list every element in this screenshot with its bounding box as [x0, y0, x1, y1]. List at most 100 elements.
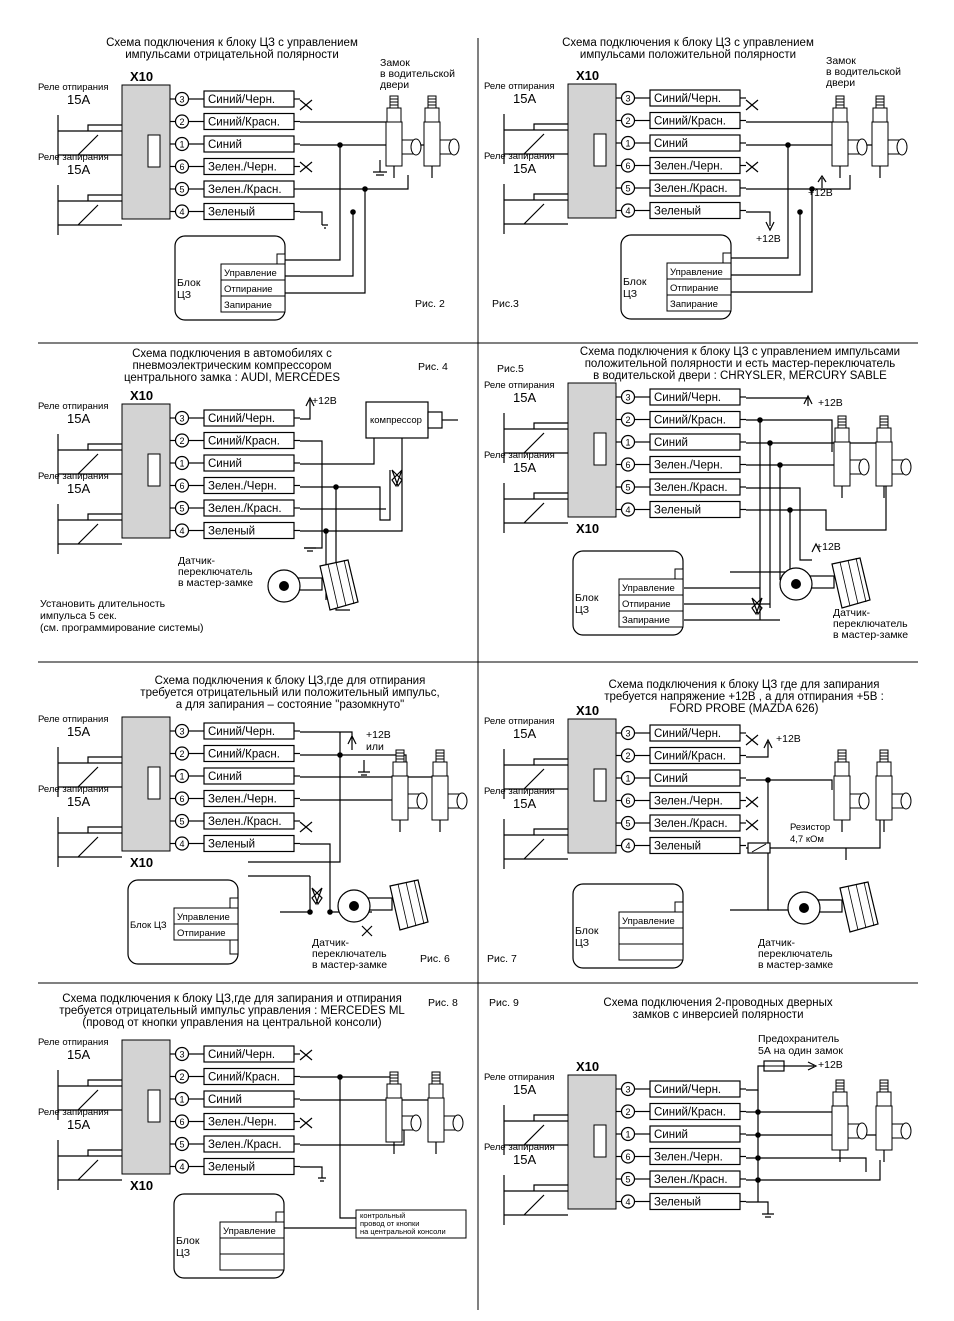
- wire-label: Синий/Черн.: [208, 413, 275, 425]
- panel-title-line: импульсами отрицательной полярности: [125, 49, 339, 61]
- pin-number: 5: [625, 184, 630, 194]
- connector-body: [121, 1039, 171, 1175]
- relay-rating: 15А: [67, 1117, 90, 1132]
- wire-label: Синий/Красн.: [208, 749, 280, 761]
- wire-label: Синий: [654, 1129, 688, 1141]
- connector-x10-label: X10: [576, 68, 599, 83]
- wire-label: Зеленый: [208, 1162, 255, 1174]
- sensor-label: Датчик-: [312, 937, 349, 949]
- lock-cylinder-rib: [855, 557, 867, 603]
- relay-contact: [503, 1105, 568, 1155]
- actuator-neck: [428, 1083, 444, 1099]
- console-wire-label: на центральной консоли: [360, 1227, 446, 1236]
- panel-title-line: Схема подключения к блоку ЦЗ,где для зап…: [62, 993, 402, 1005]
- door-lock-actuator: [833, 749, 870, 832]
- relay-rating: 15А: [67, 92, 90, 107]
- pin-number: 2: [179, 749, 184, 759]
- wire-label: Зеленый: [654, 841, 701, 853]
- actuator-neck: [834, 761, 850, 777]
- lock-label: двери: [380, 79, 409, 91]
- block-row: [219, 1237, 285, 1255]
- actuator-neck: [872, 107, 888, 123]
- relay-contact: [503, 114, 568, 164]
- wire-label: Зеленый: [654, 505, 701, 517]
- plus12-label: +12В: [366, 729, 391, 741]
- block-row-label: Отпирание: [670, 283, 719, 294]
- wire-label: Синий/Красн.: [654, 116, 726, 128]
- block-row-label: Отпирание: [177, 928, 226, 939]
- actuator-body: [427, 1097, 445, 1143]
- relay-rating: 15А: [513, 1082, 536, 1097]
- relay-rating: 15А: [67, 794, 90, 809]
- pin-number: 6: [179, 1117, 184, 1127]
- actuator-motor-cap: [900, 792, 912, 810]
- connector-body: [567, 718, 617, 854]
- wire-label: Синий/Красн.: [208, 436, 280, 448]
- actuator-body: [833, 441, 851, 487]
- pin-number: 3: [179, 414, 184, 424]
- actuator-neck: [834, 427, 850, 443]
- plus12-label: +12В: [818, 1059, 843, 1071]
- actuator-motor-cap: [858, 792, 870, 810]
- pin-number: 3: [625, 729, 630, 739]
- connector-body: [121, 403, 171, 539]
- wire-label: Синий: [208, 139, 242, 151]
- relay-label: Реле запирания: [484, 450, 555, 461]
- block-row: [219, 1253, 285, 1271]
- relay-contact: [503, 483, 568, 533]
- figure-label: Рис. 8: [428, 997, 458, 1009]
- relay-contact: [57, 504, 122, 554]
- plus12-label: +12В: [818, 397, 843, 409]
- panel-title-line: Схема подключения к блоку ЦЗ с управлени…: [562, 37, 814, 49]
- actuator-body: [875, 1105, 893, 1151]
- pin-number: 2: [179, 436, 184, 446]
- actuator-motor-cap: [900, 458, 912, 476]
- actuator-body: [831, 121, 849, 167]
- pin-number: 4: [625, 505, 630, 515]
- connector-slot: [147, 134, 161, 168]
- figure-label: Рис. 6: [420, 953, 450, 965]
- wire-label: Зелен./Черн.: [654, 796, 723, 808]
- relay-contact: [57, 817, 122, 867]
- lock-cylinder: [389, 879, 429, 931]
- panel-dividers: [38, 38, 918, 1310]
- block-row-label: Запирание: [224, 300, 272, 311]
- sensor-label: Датчик-: [758, 937, 795, 949]
- wire-label: Зелен./Красн.: [654, 1174, 728, 1186]
- actuator-motor-cap: [456, 792, 468, 810]
- relay-rating: 15А: [513, 390, 536, 405]
- connector-body: [567, 1074, 617, 1210]
- block-row: [618, 927, 684, 945]
- master-lock-key: [779, 557, 871, 609]
- wire-label: Синий/Красн.: [654, 415, 726, 427]
- relay-rating: 15А: [513, 1152, 536, 1167]
- note-line: (см. программирование системы): [40, 622, 204, 634]
- pin-number: 1: [625, 139, 630, 149]
- relay-label: Реле отпирания: [484, 716, 555, 727]
- panel-title-line: Схема подключения 2-проводных дверных: [603, 997, 832, 1009]
- pin-number: 5: [625, 1175, 630, 1185]
- block-row-label: Управление: [622, 583, 675, 594]
- panel-title-line: Схема подключения в автомобилях с: [132, 348, 332, 360]
- lock-cylinder-rib: [839, 561, 851, 607]
- relay-rating: 15А: [67, 162, 90, 177]
- door-lock-actuator: [423, 95, 460, 178]
- block-row: [666, 294, 732, 312]
- wire-label: Зелен./Черн.: [208, 1117, 277, 1129]
- wire-label: Зеленый: [654, 206, 701, 218]
- actuator-neck: [832, 1091, 848, 1107]
- panel-title-line: (провод от кнопки управления на централь…: [82, 1017, 381, 1029]
- pin-number: 3: [179, 95, 184, 105]
- relay-rating: 15А: [513, 91, 536, 106]
- block-row: [618, 943, 684, 961]
- relay-label: Реле запирания: [38, 471, 109, 482]
- lock-cylinder-rib: [863, 881, 875, 927]
- sensor-label: в мастер-замке: [758, 959, 833, 971]
- relay-label: Реле запирания: [38, 152, 109, 163]
- master-lock-key: [267, 559, 359, 611]
